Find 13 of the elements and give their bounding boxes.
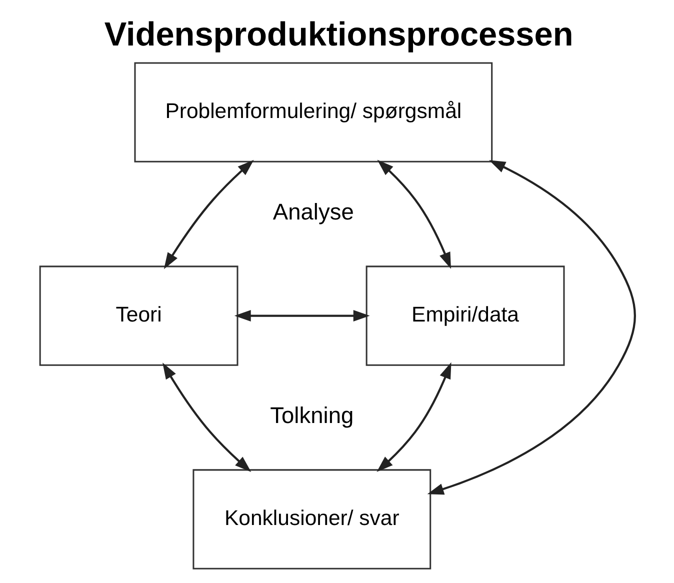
arrow xyxy=(426,160,636,495)
arrow xyxy=(163,160,254,270)
arrow xyxy=(376,362,451,472)
node-box: Teori xyxy=(38,266,238,366)
node-box: Konklusioner/ svar xyxy=(192,469,431,570)
arrow xyxy=(162,362,251,472)
label: Tolkning xyxy=(270,402,354,428)
label: Analyse xyxy=(272,198,354,224)
node-box: Empiri/data xyxy=(365,266,564,366)
arrow xyxy=(234,310,370,322)
node-box: Problemformulering/ spørgsmål xyxy=(134,62,492,162)
arrow xyxy=(376,160,450,269)
diagram-title: Vidensproduktionsprocessen xyxy=(104,16,573,54)
